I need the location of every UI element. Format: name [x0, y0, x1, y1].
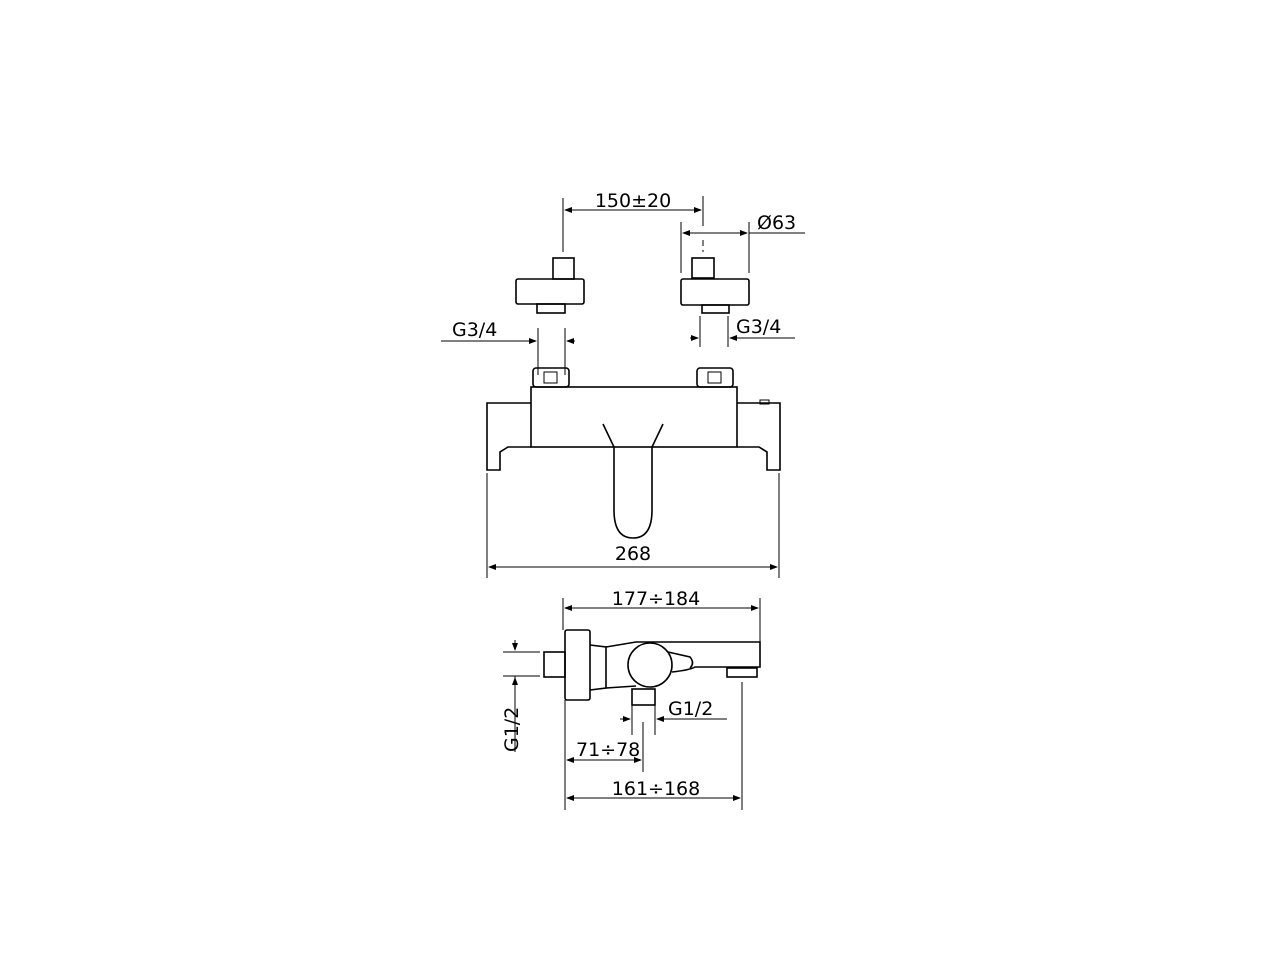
dimension-label-spout-depth: 161÷168	[612, 778, 700, 800]
dimension-label-g34-right: G3/4	[736, 316, 781, 338]
top-view: 150±20 Ø63 G3/4	[441, 190, 805, 375]
spout	[605, 641, 761, 673]
dimension-label-width: 268	[615, 543, 651, 565]
dimension-label-diameter: Ø63	[757, 212, 796, 234]
inlet-connector	[543, 651, 566, 678]
right-eccentric-fitting	[680, 257, 750, 314]
side-view: 177÷184 G1/2 G1/2 71÷78	[501, 588, 761, 810]
left-handle	[486, 402, 531, 471]
right-handle	[737, 402, 781, 471]
dimension-161-168: 161÷168	[564, 682, 743, 810]
right-nut	[696, 367, 734, 388]
dimension-g34-left: G3/4	[441, 319, 575, 375]
dimension-g12-outlet: G1/2	[620, 698, 727, 735]
dimension-label-inlet-thread: G1/2	[501, 707, 523, 752]
dimension-177-184: 177÷184	[562, 588, 761, 642]
dimension-g34-right: G3/4	[690, 316, 795, 347]
dimension-268: 268	[486, 473, 780, 578]
dimension-label-outlet-offset: 71÷78	[576, 739, 640, 761]
dimension-label-depth: 177÷184	[612, 588, 700, 610]
dimension-label-spacing: 150±20	[595, 190, 671, 212]
spout-outlet	[726, 667, 758, 678]
side-handle	[627, 642, 673, 688]
left-eccentric-fitting	[515, 257, 585, 314]
dimension-71-78: 71÷78	[566, 722, 644, 772]
valve-body	[530, 386, 738, 448]
wall-flange	[564, 629, 591, 701]
dimension-150: 150±20	[562, 190, 704, 252]
dimension-label-outlet-thread: G1/2	[668, 698, 713, 720]
dimension-g12-inlet: G1/2	[501, 640, 540, 752]
dimension-label-g34-left: G3/4	[452, 319, 497, 341]
dimension-diameter: Ø63	[680, 212, 805, 273]
front-view: 268	[486, 367, 781, 578]
lever	[602, 423, 664, 539]
diverter-outlet	[631, 688, 656, 706]
